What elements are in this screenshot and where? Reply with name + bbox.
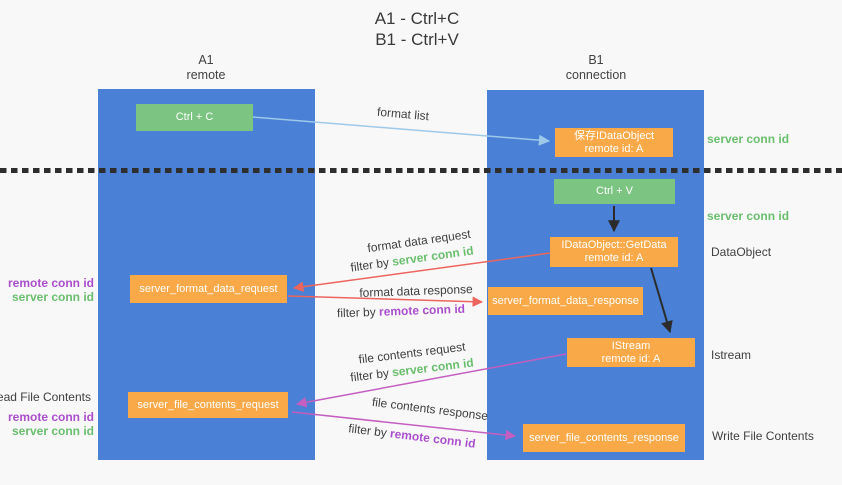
annotation-format-server-conn-id: server conn id	[11, 290, 94, 304]
lane-a1-name: A1	[198, 53, 214, 67]
node-server-file-contents-request: server_file_contents_request	[128, 392, 288, 418]
arrow-label-format-data-response-filter: filter by remote conn id	[337, 302, 465, 320]
annotation-read-file-contents: Read File Contents	[0, 390, 91, 404]
annotation-format-conn-id-pair: remote conn id server conn id	[8, 276, 94, 304]
annotation-server-conn-id-mid: server conn id	[707, 209, 790, 223]
node-file-request-label: server_file_contents_request	[137, 398, 279, 411]
annotation-dataobject: DataObject	[711, 245, 772, 259]
node-istream-line1: IStream	[611, 339, 651, 352]
session-divider-dotted-line	[0, 168, 842, 173]
filter-value-remote-conn-id: remote conn id	[389, 426, 477, 451]
lane-b1-name: B1	[588, 53, 604, 67]
node-save-idataobject-line2: remote id: A	[584, 142, 644, 155]
lane-a1-role: remote	[186, 68, 226, 82]
node-idataobject-getdata: IDataObject::GetData remote id: A	[550, 237, 678, 267]
title-line-1: A1 - Ctrl+C	[374, 9, 460, 28]
node-ctrl-c: Ctrl + C	[136, 104, 253, 131]
filter-prefix: filter by	[347, 421, 392, 441]
node-ctrl-v-label: Ctrl + V	[596, 185, 633, 197]
lane-header-b1-connection: B1 connection	[536, 53, 656, 83]
node-format-request-label: server_format_data_request	[139, 282, 278, 295]
arrow-label-format-data-response: format data response	[359, 282, 473, 300]
node-server-file-contents-response: server_file_contents_response	[523, 424, 685, 452]
title-line-2: B1 - Ctrl+V	[375, 30, 459, 49]
filter-prefix: filter by	[349, 365, 393, 385]
node-save-idataobject-line1: 保存IDataObject	[573, 129, 655, 142]
node-getdata-line2: remote id: A	[584, 252, 644, 264]
node-getdata-line1: IDataObject::GetData	[561, 239, 667, 251]
annotation-file-remote-conn-id: remote conn id	[7, 410, 94, 424]
filter-prefix: filter by	[349, 254, 394, 275]
filter-value-remote-conn-id: remote conn id	[378, 301, 466, 319]
node-server-format-data-response: server_format_data_response	[488, 287, 643, 315]
node-server-format-data-request: server_format_data_request	[130, 275, 287, 303]
arrow-label-file-contents-response: file contents response	[371, 394, 489, 424]
arrow-label-format-list: format list	[376, 104, 430, 124]
annotation-write-file-contents: Write File Contents	[712, 429, 814, 443]
node-ctrl-v: Ctrl + V	[554, 179, 675, 204]
node-ctrl-c-label: Ctrl + C	[175, 111, 214, 123]
annotation-format-remote-conn-id: remote conn id	[7, 276, 94, 290]
node-file-response-label: server_file_contents_response	[529, 431, 679, 444]
annotation-istream: Istream	[711, 348, 752, 362]
annotation-file-server-conn-id: server conn id	[11, 424, 94, 438]
lane-header-a1-remote: A1 remote	[146, 53, 266, 83]
node-format-response-label: server_format_data_response	[492, 294, 639, 307]
annotation-server-conn-id-top: server conn id	[707, 132, 790, 146]
node-istream-line2: remote id: A	[601, 352, 661, 365]
filter-prefix: filter by	[336, 304, 380, 321]
arrow-label-file-contents-response-filter: filter by remote conn id	[348, 421, 477, 450]
node-istream: IStream remote id: A	[567, 338, 695, 367]
node-save-idataobject: 保存IDataObject remote id: A	[555, 128, 673, 157]
lane-b1-role: connection	[565, 68, 627, 82]
diagram-title: A1 - Ctrl+C B1 - Ctrl+V	[317, 8, 517, 50]
annotation-file-conn-id-pair: remote conn id server conn id	[8, 410, 94, 438]
